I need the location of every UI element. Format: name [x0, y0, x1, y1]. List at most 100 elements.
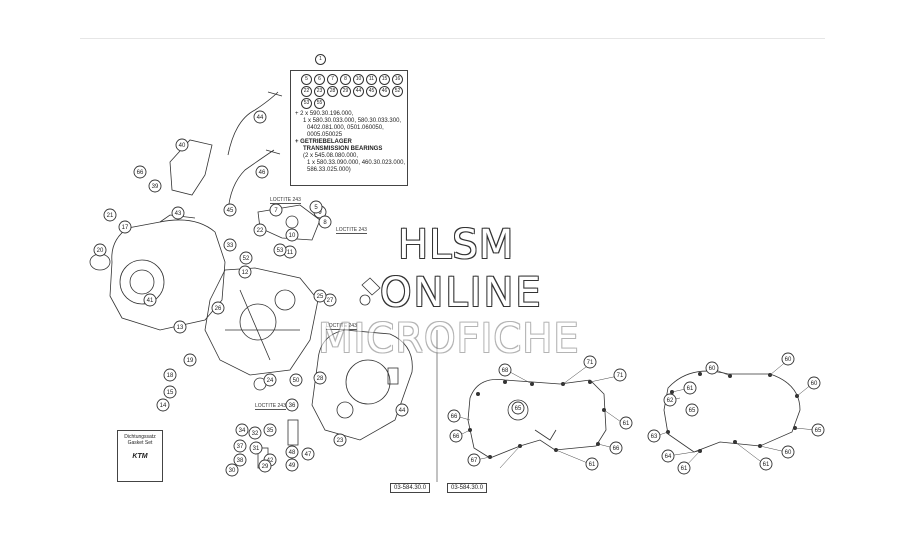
ref-code: 03-584.30.0 — [390, 483, 431, 493]
callout-bubble: 65 — [811, 423, 825, 437]
kit-heading: + GETRIEBELAGER — [295, 139, 352, 145]
callout-number: 39 — [152, 184, 159, 190]
kit-line: 586.33.025.000) — [307, 167, 351, 173]
callout-bubble: 44 — [253, 110, 267, 124]
loctite-label: LOCTITE 243 — [326, 323, 357, 330]
callout-bubble: 66 — [609, 441, 623, 455]
callout-bubble: 7 — [269, 203, 283, 217]
callout-bubble: 60 — [781, 445, 795, 459]
callout-bubble: 32 — [248, 426, 262, 440]
kit-number-bubble: 1 — [315, 54, 326, 65]
callout-number: 44 — [257, 115, 264, 121]
callout-number: 9 — [318, 210, 322, 216]
callout-bubble: 10 — [285, 228, 299, 242]
callout-number: 28 — [317, 376, 324, 382]
callout-number: 64 — [665, 454, 672, 460]
kit-part-bubble: 11 — [366, 74, 377, 85]
callout-bubble: 64 — [661, 449, 675, 463]
callout-number: 37 — [237, 444, 244, 450]
callout-bubble: 28 — [313, 371, 327, 385]
callout-bubble: 8 — [318, 215, 332, 229]
kit-part-bubble: 53 — [301, 98, 312, 109]
callout-number: 29 — [262, 464, 269, 470]
callout-bubble: 65 — [685, 403, 699, 417]
callout-bubble: 71 — [613, 368, 627, 382]
callout-bubble: 21 — [103, 208, 117, 222]
kit-heading: TRANSMISSION BEARINGS — [303, 146, 383, 152]
callout-bubble: 29 — [258, 459, 272, 473]
callout-bubble: 52 — [239, 251, 253, 265]
gasket-set-box: Dichtungssatz Gasket Set KTM — [117, 430, 163, 482]
callout-number: 30 — [229, 468, 236, 474]
callout-bubble: 61 — [677, 461, 691, 475]
callout-number: 61 — [589, 462, 596, 468]
watermark-line: MICROFICHE — [318, 316, 580, 362]
callout-number: 25 — [317, 294, 324, 300]
kit-part-bubble: 28 — [327, 86, 338, 97]
callout-number: 27 — [327, 298, 334, 304]
callout-number: 22 — [257, 228, 264, 234]
top-divider — [80, 38, 825, 39]
callout-number: 24 — [267, 378, 274, 384]
callout-bubble: 61 — [619, 416, 633, 430]
callout-bubble: 18 — [163, 368, 177, 382]
callout-bubble: 38 — [233, 453, 247, 467]
callout-number: 67 — [471, 458, 478, 464]
callout-number: 7 — [274, 208, 278, 214]
ktm-logo: KTM — [132, 453, 148, 460]
callout-number: 23 — [337, 438, 344, 444]
callout-number: 43 — [175, 211, 182, 217]
callout-number: 34 — [239, 428, 246, 434]
watermark-line: ONLINE — [380, 270, 543, 316]
kit-part-bubble: 22 — [301, 86, 312, 97]
callout-bubble: 15 — [163, 385, 177, 399]
callout-number: 66 — [451, 414, 458, 420]
loctite-label: LOCTITE 243 — [336, 227, 367, 234]
callout-bubble: 35 — [263, 423, 277, 437]
callout-bubble: 22 — [253, 223, 267, 237]
callout-number: 5 — [314, 205, 318, 211]
callout-number: 45 — [227, 208, 234, 214]
gasket-label: Gasket Set — [127, 440, 153, 446]
callout-bubble: 26 — [211, 301, 225, 315]
callout-bubble: 60 — [781, 352, 795, 366]
callout-number: 20 — [97, 248, 104, 254]
callout-bubble: 63 — [647, 429, 661, 443]
kit-part-bubble: 6 — [314, 74, 325, 85]
callout-number: 8 — [323, 220, 327, 226]
kit-line: 1 x 580.30.033.000, 580.30.033.300, — [303, 118, 402, 124]
callout-bubble: 13 — [173, 320, 187, 334]
callout-number: 65 — [815, 428, 822, 434]
callout-number: 65 — [515, 406, 522, 412]
callout-bubble: 47 — [301, 447, 315, 461]
callout-number: 38 — [237, 458, 244, 464]
callout-number: 61 — [623, 421, 630, 427]
callout-bubble: 65 — [511, 401, 525, 415]
watermark-line: HLSM — [398, 222, 515, 268]
callout-number: 40 — [179, 143, 186, 149]
kit-line: + 2 x 590.30.196.000, — [295, 111, 354, 117]
callout-number: 60 — [709, 366, 716, 372]
callout-number: 61 — [681, 466, 688, 472]
callout-number: 19 — [187, 358, 194, 364]
callout-bubble: 41 — [143, 293, 157, 307]
callout-bubble: 53 — [273, 243, 287, 257]
callout-bubble: 61 — [759, 457, 773, 471]
callout-bubble: 45 — [223, 203, 237, 217]
callout-bubble: 5 — [309, 200, 323, 214]
callout-number: 41 — [147, 298, 154, 304]
callout-bubble: 71 — [583, 355, 597, 369]
loctite-label: LOCTITE 243 — [270, 197, 301, 204]
callout-bubble: 66 — [449, 429, 463, 443]
ref-code: 03-584.30.0 — [447, 483, 488, 493]
callout-number: 60 — [785, 357, 792, 363]
callout-bubble: 60 — [807, 376, 821, 390]
kit-part-bubble: 16 — [392, 74, 403, 85]
callout-bubble: 39 — [148, 179, 162, 193]
gasket-label: Dichtungssatz — [124, 434, 156, 440]
callout-number: 50 — [293, 378, 300, 384]
callout-number: 63 — [651, 434, 658, 440]
